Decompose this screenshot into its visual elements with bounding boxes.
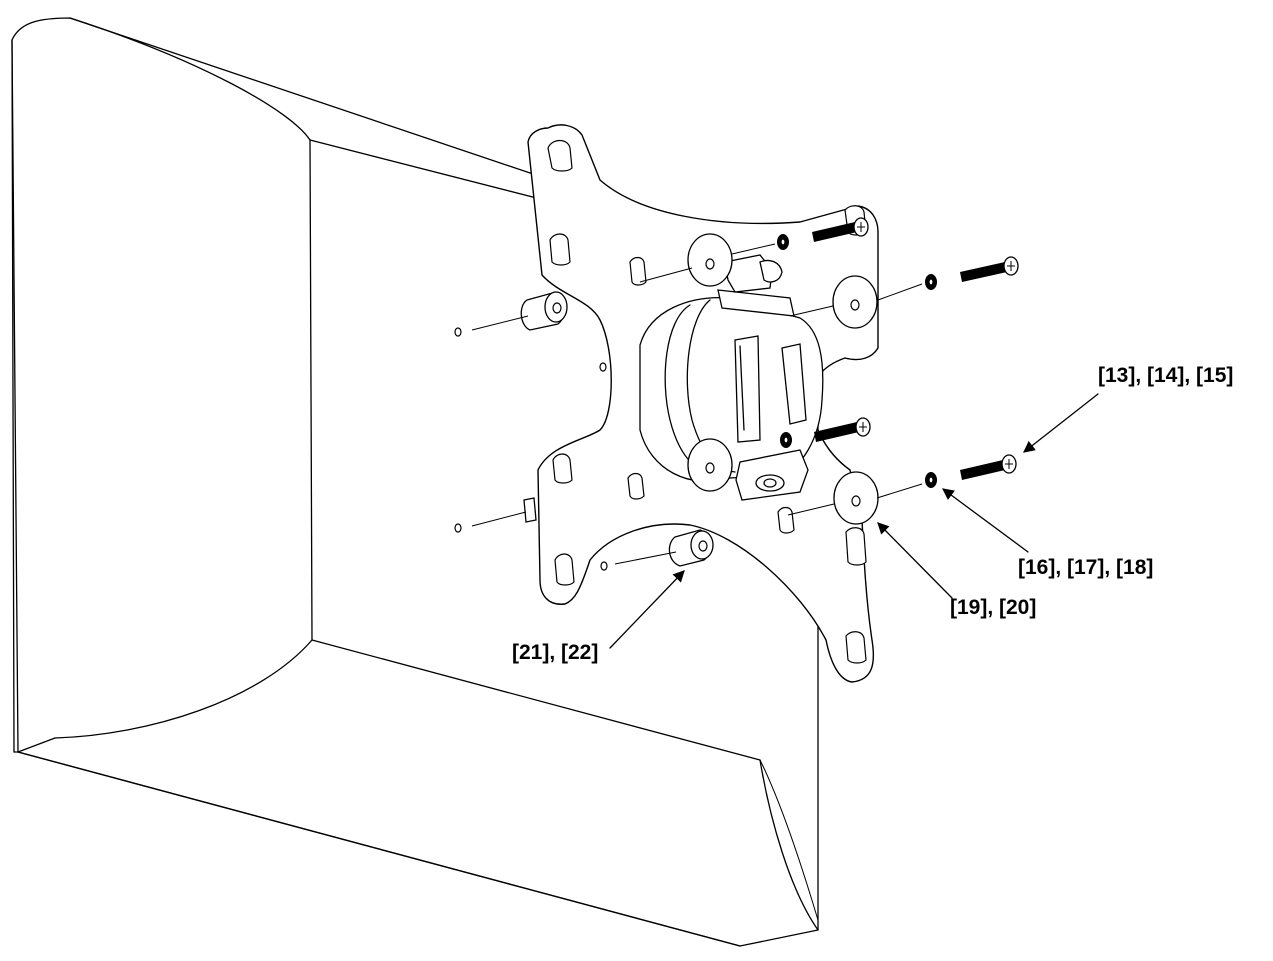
arrow-spacer — [609, 570, 685, 649]
callout-arrows — [609, 393, 1099, 649]
label-screw: [13], [14], [15] — [1098, 364, 1233, 387]
arrow-washer — [877, 522, 953, 599]
spacer-middle — [523, 497, 537, 523]
screw-lower-right — [960, 460, 1005, 480]
screw-upper-left — [812, 222, 857, 242]
alignment-lines — [454, 243, 923, 571]
lock-washers — [777, 234, 937, 488]
label-lock-washer: [16], [17], [18] — [1018, 556, 1153, 579]
spacers — [520, 291, 714, 567]
tilt-bracket — [639, 254, 824, 501]
label-spacer: [21], [22] — [512, 641, 598, 664]
arrow-screw — [1023, 393, 1099, 453]
screws — [812, 217, 1019, 480]
screw-upper-right — [960, 262, 1007, 282]
arrow-lock-washer — [942, 488, 1029, 553]
screw-lower-left — [814, 422, 859, 442]
callout-labels: [13], [14], [15] [16], [17], [18] [19], … — [512, 364, 1233, 664]
label-washer: [19], [20] — [950, 596, 1036, 619]
washers — [687, 233, 879, 525]
